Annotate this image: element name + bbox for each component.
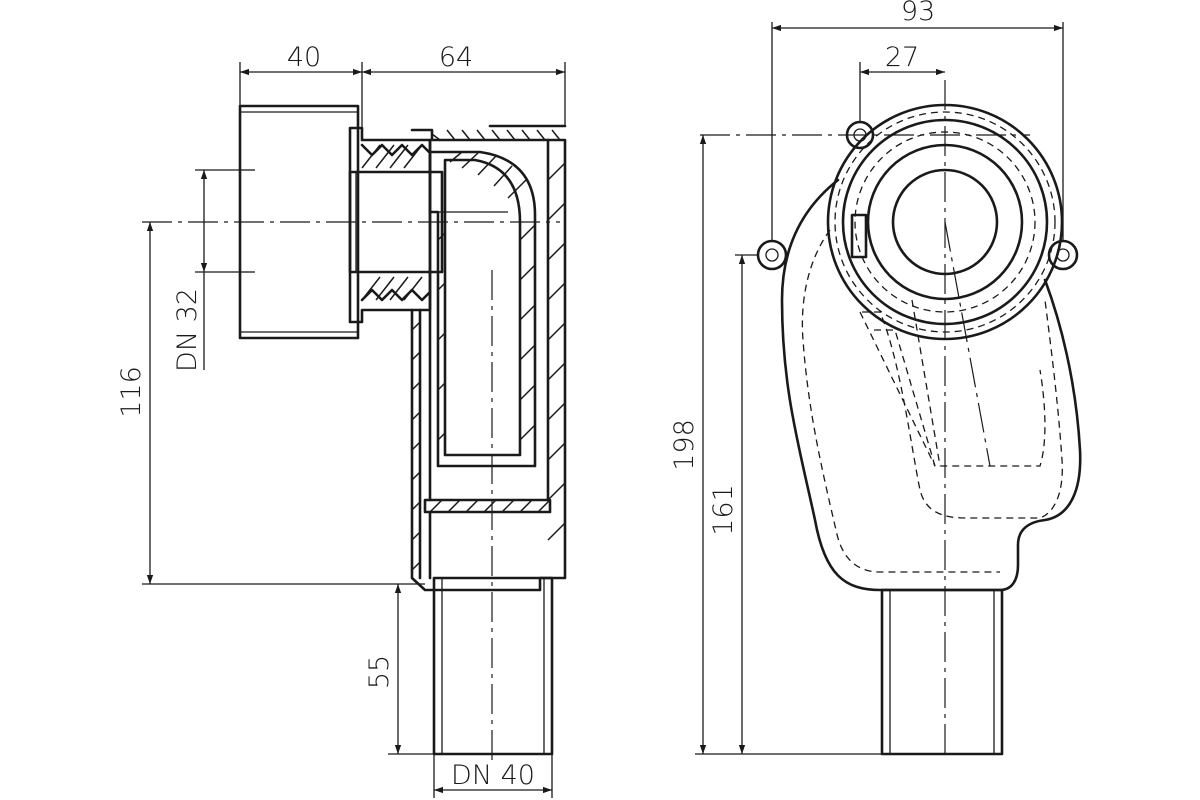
dim-93: 93 [901,0,935,27]
side-outlet-pipe [880,588,1004,756]
outlet-pipe [432,576,554,756]
dim-40: 40 [287,42,321,73]
dim-198: 198 [669,419,700,471]
dim-dn40: DN 40 [451,760,535,791]
elbow-tube [428,150,537,468]
dim-64: 64 [439,42,473,73]
mounting-lug-right [1047,239,1079,271]
mounting-lug-left [756,239,788,271]
side-view [700,80,1082,760]
trap-housing [410,128,567,592]
trap-body-outline [780,178,1082,592]
section-dimensions: 40 64 DN 32 116 55 DN 40 [116,42,566,798]
side-dimensions: 93 27 198 161 [669,0,1064,755]
dim-116: 116 [116,366,147,418]
dim-161: 161 [708,484,739,536]
dim-dn32: DN 32 [172,288,203,372]
dim-55: 55 [364,655,395,689]
section-view [142,104,567,760]
dim-27: 27 [885,42,919,73]
